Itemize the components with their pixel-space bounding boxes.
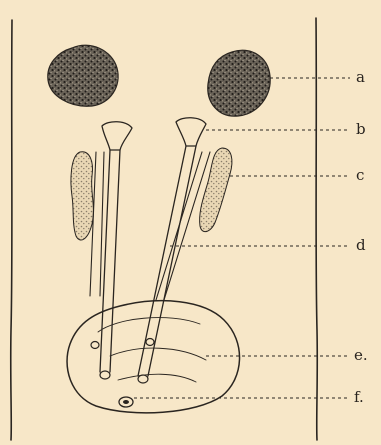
left-small-gland [71, 152, 93, 240]
right-body-wall [316, 18, 317, 440]
label-a: a [356, 68, 365, 86]
label-f: f. [354, 388, 364, 406]
left-stalk [90, 122, 132, 379]
right-small-gland [200, 148, 232, 232]
oval-organ-shading [98, 318, 206, 382]
left-body-wall [11, 20, 12, 440]
label-e: e. [354, 346, 368, 364]
left-dark-organ [48, 45, 118, 106]
label-d: d [356, 236, 366, 254]
label-b: b [356, 120, 366, 138]
right-stalk [138, 118, 210, 383]
right-dark-organ [208, 50, 270, 116]
label-c: c [356, 166, 364, 184]
pore-center [123, 400, 129, 404]
